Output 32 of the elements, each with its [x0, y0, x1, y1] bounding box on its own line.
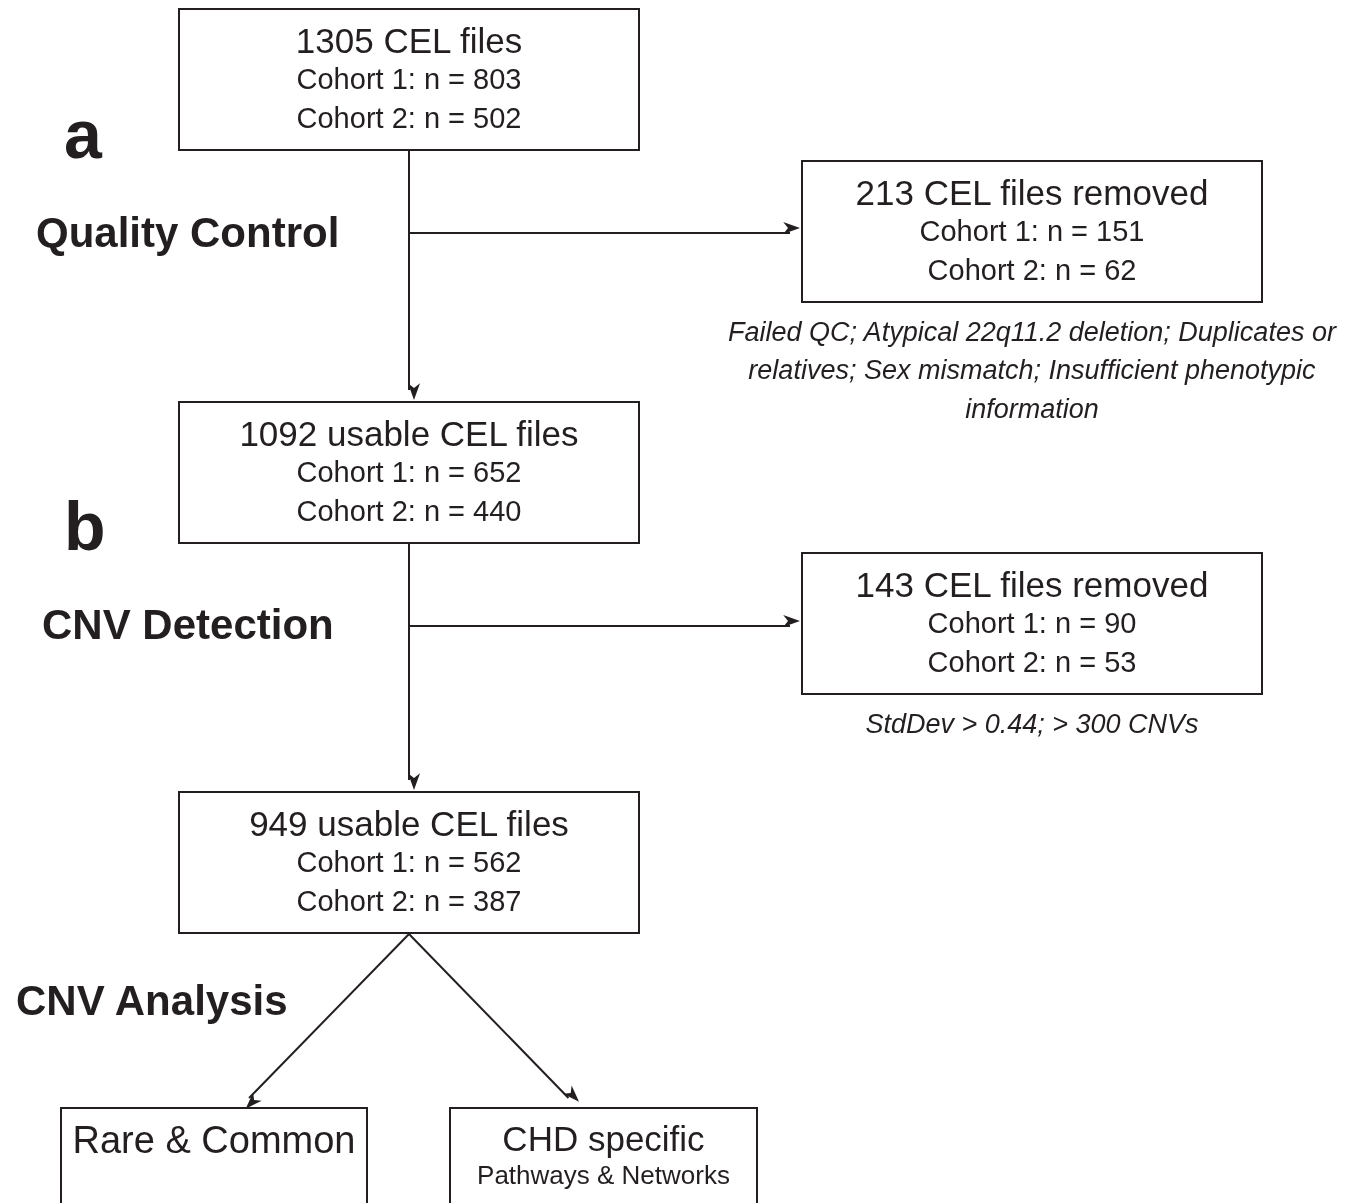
- panel-letter: b: [64, 492, 106, 560]
- box-heading: CHD specific: [502, 1119, 705, 1159]
- box-text: Cohort 1: n = 562: [296, 844, 522, 880]
- arrow: [408, 933, 580, 1102]
- box-text: Pathways & Networks: [477, 1159, 730, 1193]
- note-text: Failed QC; Atypical 22q11.2 deletion; Duplicates or relatives; Sex mismatch; Insufficient phenotypic information: [727, 316, 1338, 426]
- box-heading: 1092 usable CEL files: [239, 413, 579, 453]
- box-text: Cohort 2: n = 62: [927, 253, 1137, 289]
- box-heading: 949 usable CEL files: [249, 803, 569, 843]
- step-label: Quality Control: [36, 212, 340, 254]
- process-box: [60, 1107, 368, 1203]
- arrow: [245, 933, 410, 1109]
- box-heading: Rare & Common: [72, 1119, 356, 1162]
- box-text: Cohort 1: n = 803: [296, 61, 522, 97]
- box-text: Cohort 2: n = 440: [296, 494, 522, 530]
- process-box: [178, 791, 640, 934]
- step-label: CNV Detection: [42, 604, 334, 646]
- process-box: [178, 401, 640, 544]
- panel-letter: a: [64, 100, 102, 168]
- box-heading: 213 CEL files removed: [855, 172, 1209, 212]
- box-text: Cohort 2: n = 502: [296, 101, 522, 137]
- box-heading: 1305 CEL files: [295, 20, 523, 60]
- step-label: CNV Analysis: [16, 980, 288, 1022]
- box-text: Cohort 1: n = 652: [296, 454, 522, 490]
- box-heading: 143 CEL files removed: [855, 564, 1209, 604]
- box-text: Cohort 2: n = 53: [927, 645, 1137, 681]
- box-text: Cohort 1: n = 151: [919, 213, 1145, 249]
- box-text: Cohort 2: n = 387: [296, 884, 522, 920]
- box-text: Cohort 1: n = 90: [927, 605, 1137, 641]
- process-box: [178, 8, 640, 151]
- note-text: StdDev > 0.44; > 300 CNVs: [864, 708, 1200, 741]
- process-box: [449, 1107, 758, 1203]
